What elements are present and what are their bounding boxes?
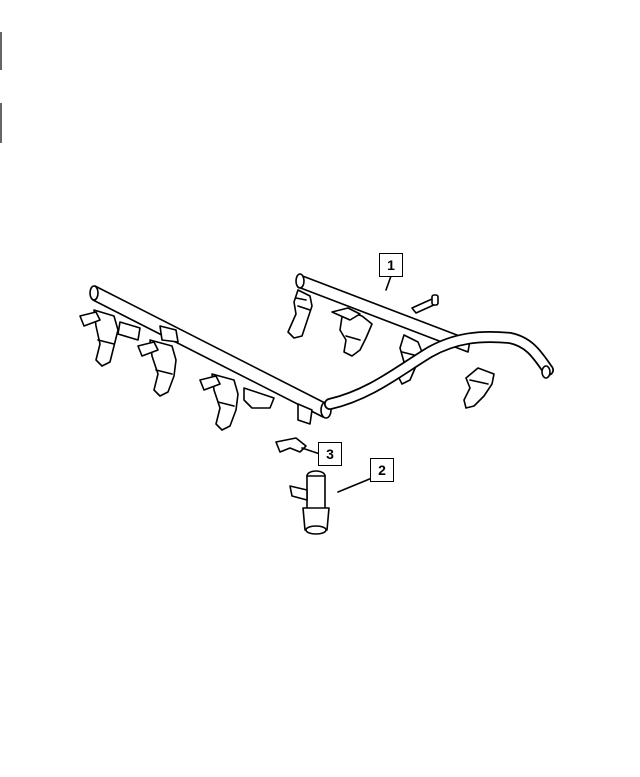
- fuel-injector-right-1: [287, 289, 313, 339]
- leader-lines: [301, 275, 392, 493]
- fuel-rail-mount: [117, 321, 313, 425]
- fuel-rail-fitting: [411, 294, 439, 314]
- callout-label-3: 3: [318, 442, 342, 466]
- fuel-injector-right-2: [331, 307, 373, 357]
- fuel-injector-left-2: [137, 339, 177, 397]
- fuel-injector-left-3: [199, 373, 239, 431]
- fuel-injector-left-1: [79, 309, 119, 367]
- fuel-injector-right-4: [463, 367, 495, 409]
- injector-clip: [275, 437, 307, 453]
- fuel-injector-detail: [289, 470, 330, 535]
- page-edge-mark: [0, 103, 2, 143]
- callout-label-2: 2: [370, 458, 394, 482]
- fuel-rail-left-tube: [89, 285, 332, 419]
- fuel-rail-right-tube: [295, 273, 471, 353]
- callout-label-1: 1: [379, 253, 403, 277]
- page-edge-mark: [0, 32, 2, 70]
- fuel-rail-crossover-tube: [324, 330, 554, 410]
